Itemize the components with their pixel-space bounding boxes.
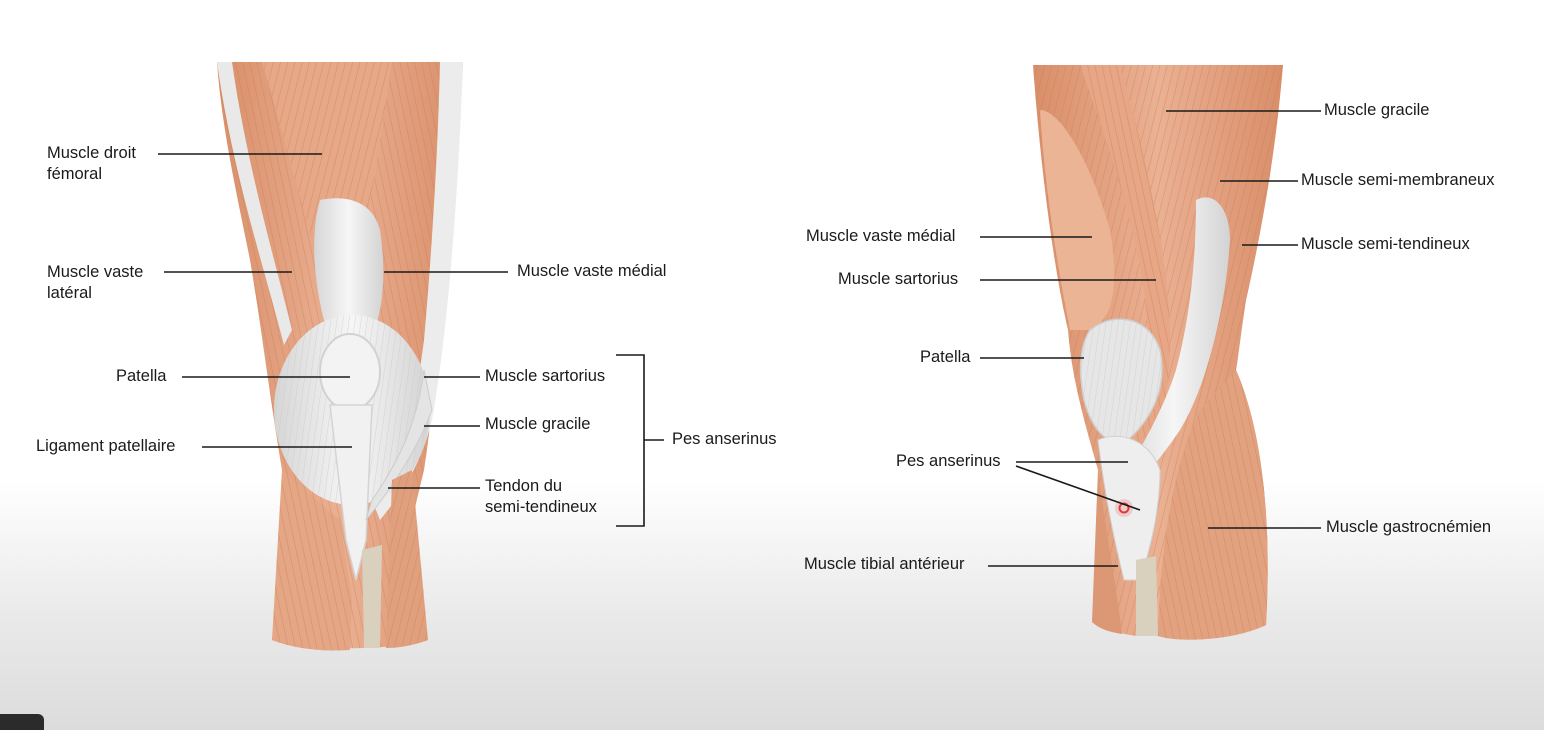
label-front-patella: Patella — [116, 367, 167, 385]
medial-knee-illustration — [1033, 65, 1283, 640]
medial-hamstring-tendons — [1118, 197, 1230, 501]
label-muscle-vaste-lateral: Muscle vaste latéral — [47, 263, 144, 302]
leader-lines — [158, 110, 1321, 567]
medial-vastus-medialis — [1040, 110, 1115, 330]
medial-tibia — [1136, 556, 1158, 636]
label-front-muscle-gracile: Muscle gracile — [485, 415, 591, 433]
label-medial-muscle-vaste-medial: Muscle vaste médial — [806, 227, 956, 245]
label-front-pes-anserinus: Pes anserinus — [672, 430, 777, 448]
front-quadriceps-tendon — [314, 198, 384, 340]
label-muscle-semi-membraneux: Muscle semi-membraneux — [1301, 171, 1495, 189]
front-medial-tendons — [372, 62, 463, 520]
medial-tibialis-anterior — [1092, 470, 1122, 634]
label-front-muscle-sartorius: Muscle sartorius — [485, 367, 606, 385]
front-iliotibial-band — [217, 62, 292, 345]
label-muscle-tibial-anterieur: Muscle tibial antérieur — [804, 555, 965, 573]
front-patella — [319, 333, 381, 411]
label-muscle-semi-tendineux: Muscle semi-tendineux — [1301, 235, 1470, 253]
label-muscle-droit-femoral: Muscle droit fémoral — [47, 144, 136, 183]
front-patellar-ligament — [329, 404, 373, 581]
front-knee-illustration — [217, 62, 463, 651]
label-medial-muscle-gracile: Muscle gracile — [1324, 101, 1430, 119]
label-medial-pes-anserinus: Pes anserinus — [896, 452, 1001, 470]
label-tendon-semi-tendineux: Tendon du semi-tendineux — [485, 477, 597, 516]
label-front-muscle-vaste-medial: Muscle vaste médial — [517, 262, 667, 280]
front-tibia — [362, 545, 382, 648]
front-pes-anserinus-tendons — [365, 369, 433, 521]
label-medial-patella: Patella — [920, 348, 971, 366]
label-medial-muscle-sartorius: Muscle sartorius — [838, 270, 959, 288]
player-control-button[interactable] — [0, 714, 44, 730]
label-ligament-patellaire: Ligament patellaire — [36, 437, 176, 455]
label-muscle-gastrocnemien: Muscle gastrocnémien — [1326, 518, 1492, 536]
